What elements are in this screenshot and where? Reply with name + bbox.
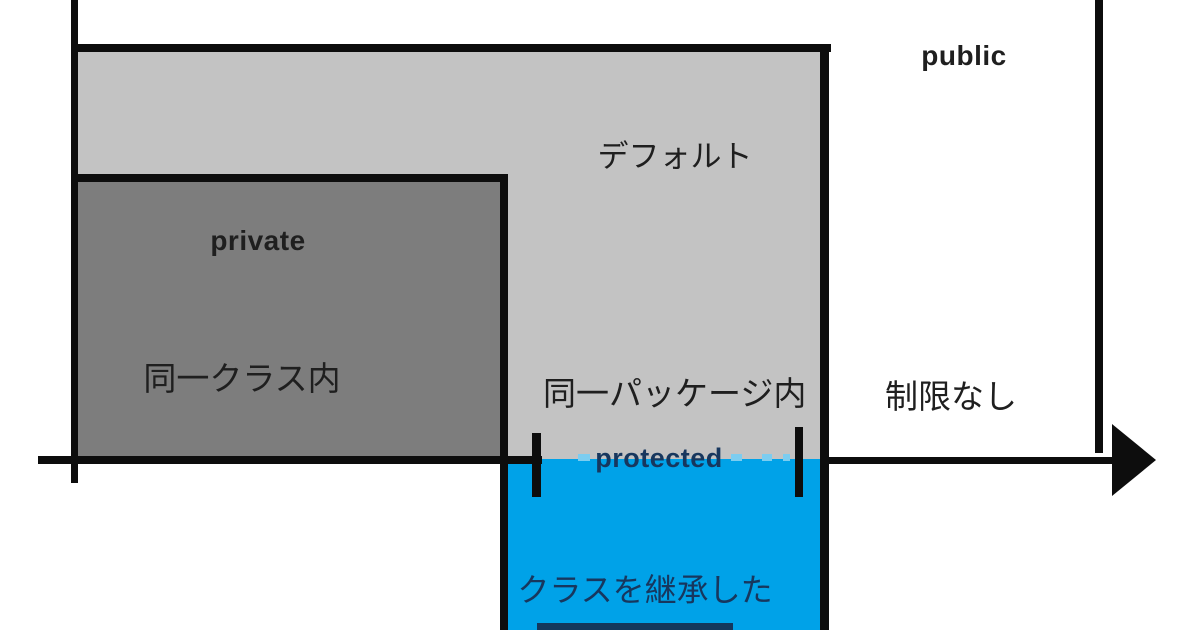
axis-tick-mark	[532, 433, 541, 497]
axis-arrow-head-icon	[1112, 424, 1156, 496]
default-label: デフォルト	[597, 139, 753, 174]
axis-tick-mark	[795, 427, 803, 497]
default-scope-label: 同一パッケージ内	[543, 375, 807, 412]
private-scope-region	[78, 182, 500, 460]
default-protected-right-boundary-line	[820, 44, 829, 630]
protected-scope-region	[507, 459, 820, 630]
default-top-boundary-line	[71, 44, 831, 52]
protected-edge-dash	[578, 454, 590, 461]
axis-line-left-segment	[38, 456, 542, 464]
protected-label: protected	[595, 443, 723, 473]
private-scope-label: 同一クラス内	[143, 360, 341, 397]
public-label: public	[921, 40, 1007, 71]
protected-edge-dash	[762, 454, 772, 461]
left-boundary-line	[71, 0, 78, 483]
axis-line-right-segment	[829, 457, 1120, 464]
cutoff-text-sliver	[537, 623, 733, 630]
protected-scope-label: クラスを継承した	[517, 572, 773, 608]
protected-edge-dash	[731, 454, 742, 461]
private-label: private	[210, 225, 306, 256]
protected-edge-dash	[783, 454, 790, 461]
public-scope-label: 制限なし	[885, 378, 1017, 415]
public-right-boundary-line	[1095, 0, 1103, 453]
private-protected-left-boundary-line	[500, 174, 508, 630]
private-top-boundary-line	[71, 174, 508, 182]
